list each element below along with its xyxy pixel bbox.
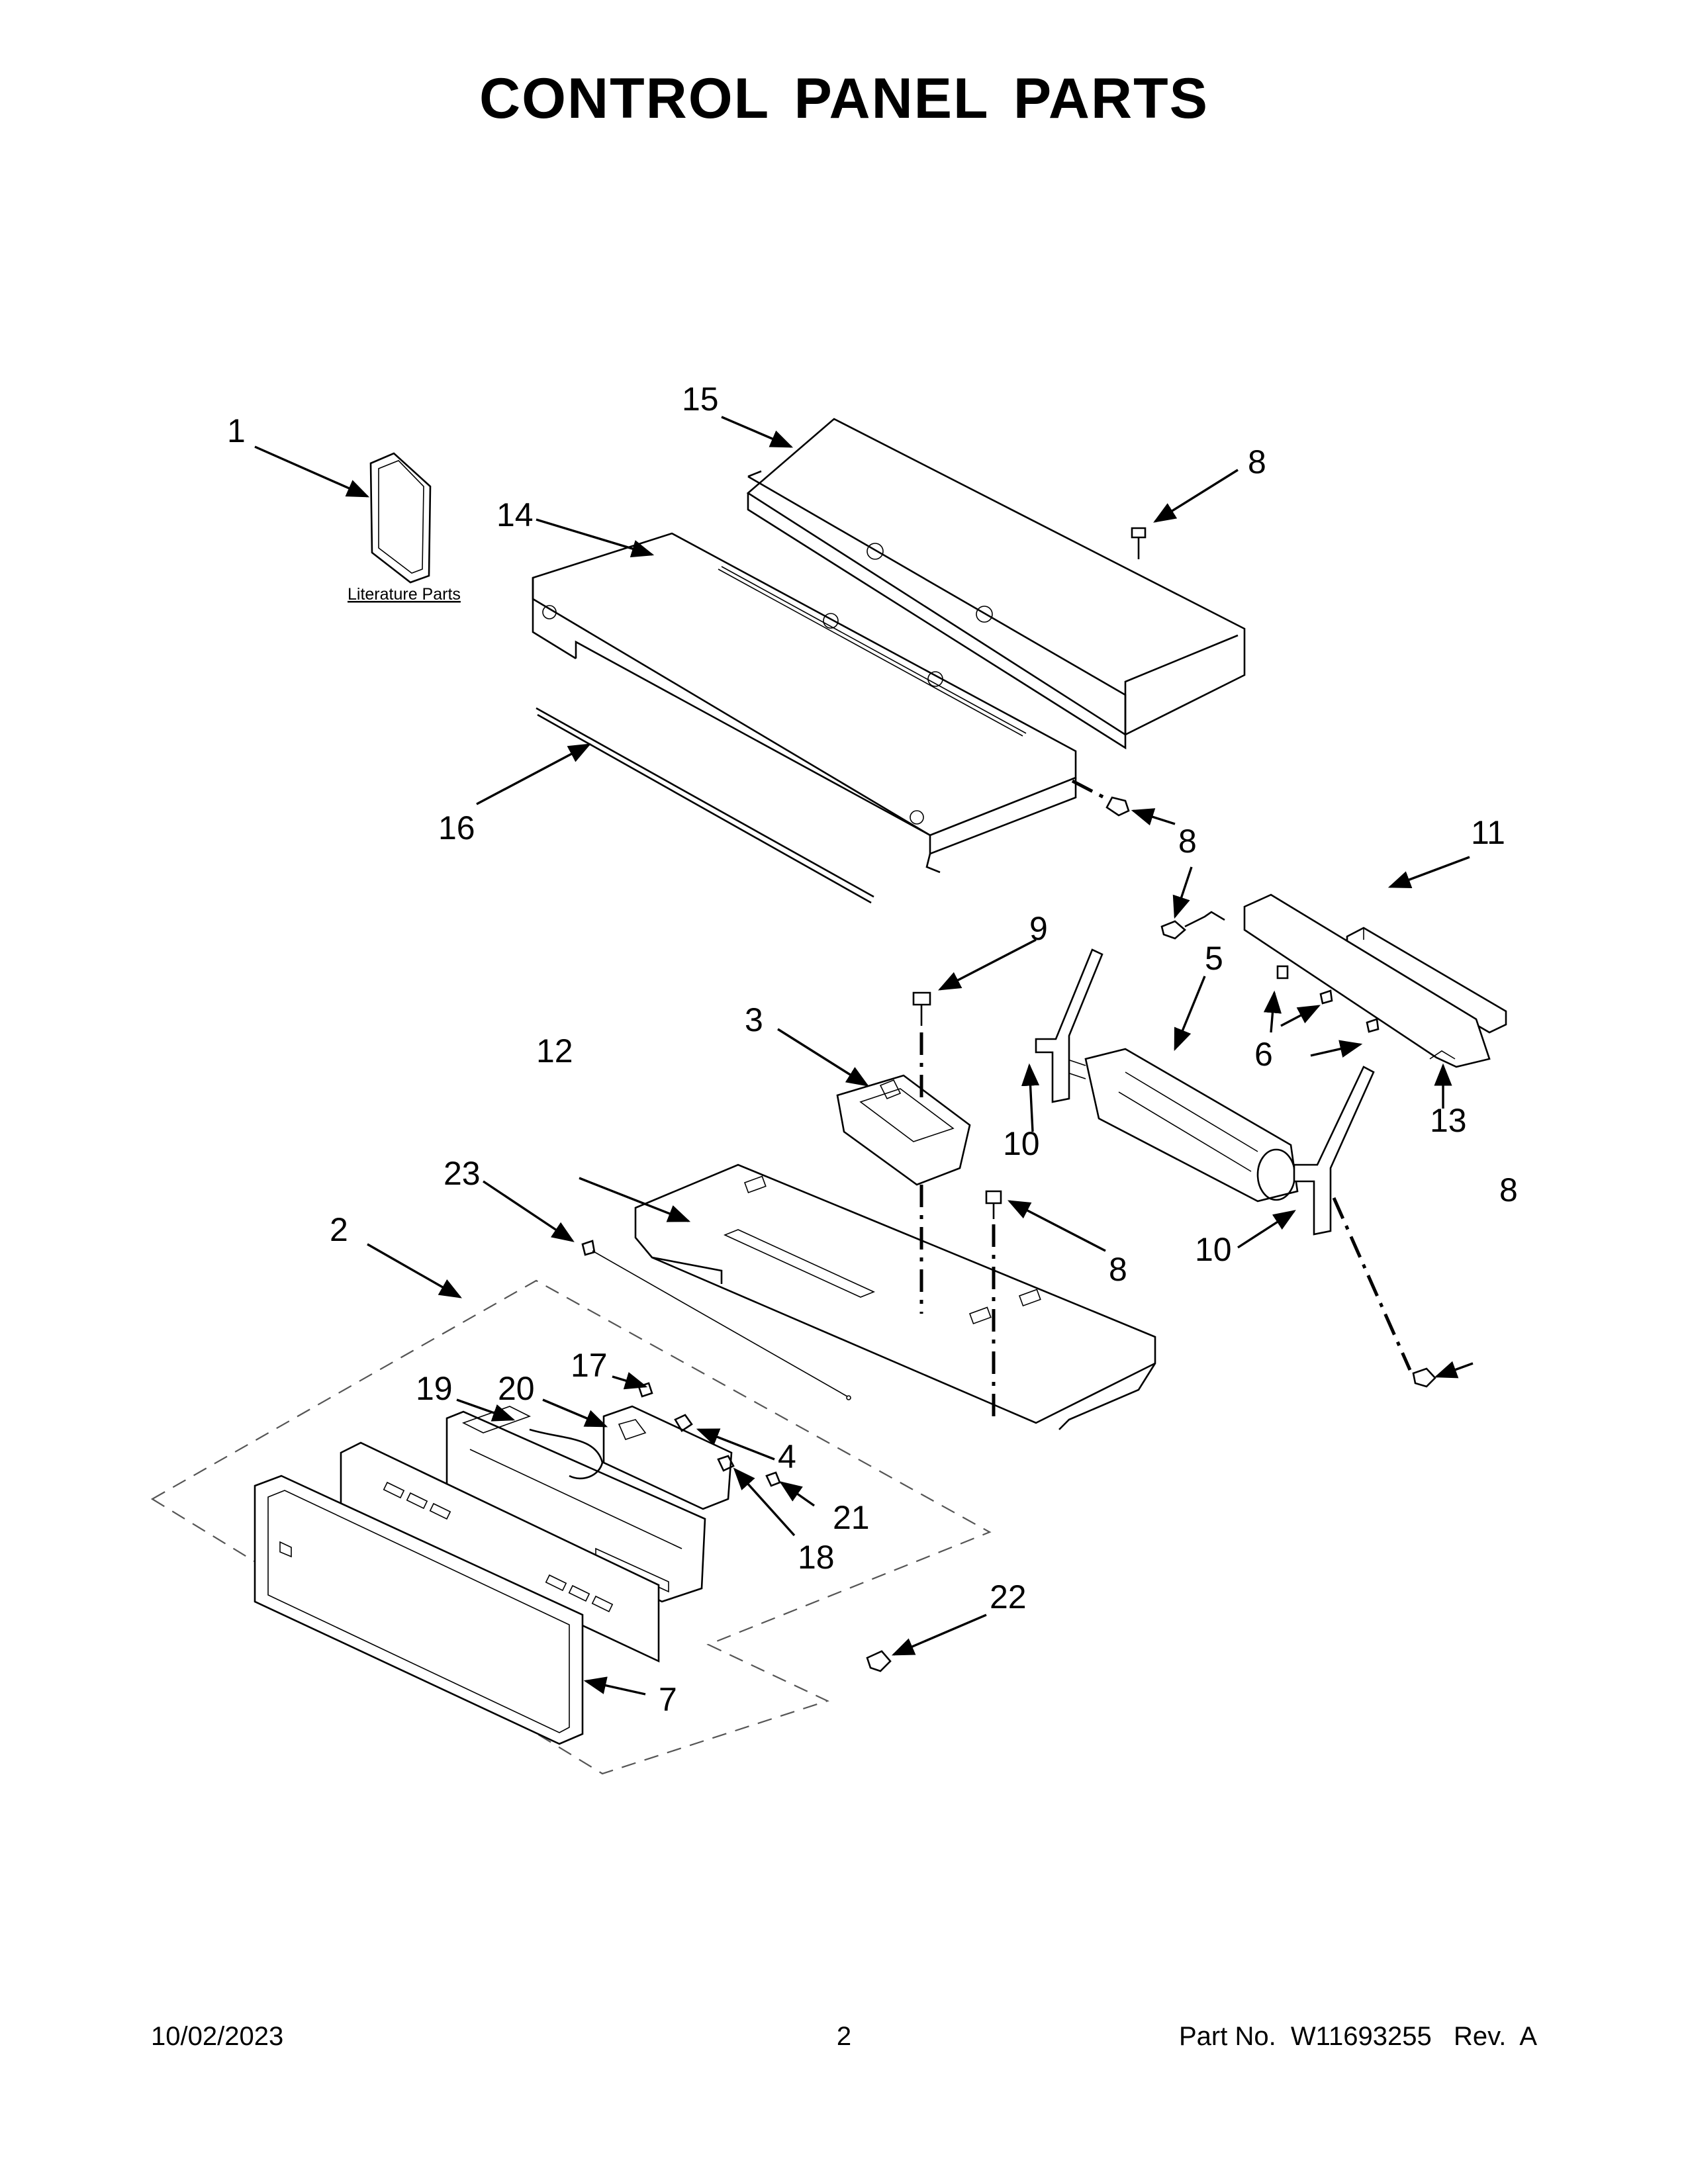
screw-part-8-housing [1071, 779, 1130, 817]
screw-part-8-bracket [1160, 911, 1225, 940]
console-panel-part-7 [254, 1475, 584, 1745]
footer-part-number: Part No. W11693255 Rev. A [1178, 2022, 1537, 2051]
footer-page-number: 2 [836, 2022, 852, 2051]
sensor-part-23 [581, 1240, 851, 1400]
bracket-part-10-left [1035, 948, 1103, 1103]
control-board-part-3 [836, 1074, 971, 1186]
callout-4: 4 [778, 1438, 796, 1475]
callout-6: 6 [1254, 1036, 1273, 1073]
part-18-clip [717, 1455, 735, 1472]
callout-8-top: 8 [1248, 443, 1266, 480]
part-4-spacer [674, 1414, 693, 1432]
upper-cover-part-15 [746, 418, 1246, 750]
wire-harness [529, 1428, 604, 1480]
blower-fan-part-5 [1065, 1048, 1299, 1203]
bracket-part-10-right [1293, 1066, 1412, 1371]
callout-9: 9 [1029, 910, 1048, 947]
callout-8-center: 8 [1109, 1251, 1127, 1288]
callout-12: 12 [536, 1032, 573, 1069]
callout-18: 18 [798, 1539, 835, 1576]
bracket-part-13 [1243, 893, 1491, 1068]
screw-part-9 [912, 991, 931, 1026]
gasket-strip-part-16 [536, 707, 874, 904]
callout-7: 7 [659, 1681, 677, 1718]
callout-22: 22 [990, 1578, 1027, 1615]
user-interface-board-part-20 [602, 1405, 733, 1510]
screw-part-22 [866, 1650, 892, 1672]
callout-5: 5 [1205, 940, 1223, 977]
callout-10-left: 10 [1003, 1125, 1040, 1162]
screw-part-8-top [1131, 527, 1147, 559]
screw-part-8-center [985, 1190, 1002, 1219]
callout-23: 23 [444, 1155, 481, 1192]
callout-1: 1 [227, 412, 246, 449]
console-assembly-outline-part-2 [150, 1279, 992, 1775]
literature-booklet [369, 452, 432, 584]
callout-21: 21 [833, 1499, 870, 1536]
page-title: CONTROL PANEL PARTS [479, 67, 1209, 130]
control-panel-glass [340, 1441, 660, 1663]
screw-part-8-right [1412, 1367, 1436, 1388]
callout-15: 15 [682, 381, 719, 418]
callout-8-right: 8 [1499, 1171, 1518, 1208]
callout-16: 16 [438, 809, 475, 846]
callout-20: 20 [498, 1370, 535, 1407]
callout-11: 11 [1471, 814, 1505, 851]
callout-2: 2 [330, 1211, 348, 1248]
callout-13: 13 [1430, 1102, 1467, 1139]
leader-arrows [254, 416, 1474, 1696]
footer-date: 10/02/2023 [151, 2022, 284, 2051]
callout-10-right: 10 [1195, 1231, 1232, 1268]
callout-3: 3 [745, 1001, 763, 1038]
callout-8-housing: 8 [1178, 823, 1197, 860]
callout-19: 19 [416, 1370, 453, 1407]
literature-parts-label: Literature Parts [348, 585, 461, 604]
base-plate-part-12 [634, 1163, 1156, 1430]
callout-14: 14 [496, 496, 534, 533]
callout-17: 17 [571, 1347, 608, 1384]
control-housing-part-14 [532, 532, 1077, 874]
clips-part-6 [1276, 965, 1380, 1033]
